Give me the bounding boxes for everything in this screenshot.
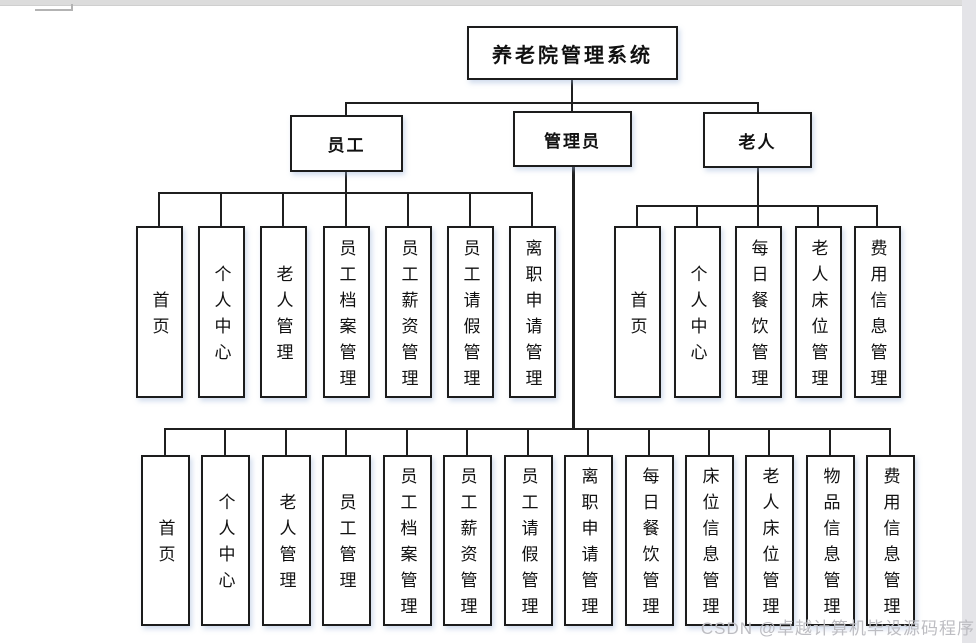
employee-child-node: 员工请假管理 [446, 226, 494, 398]
connector-line [466, 429, 468, 457]
child-node-label: 老人床位管理 [808, 238, 828, 395]
connector-line [817, 206, 819, 228]
connector-line [345, 102, 759, 104]
admin-child-node: 个人中心 [200, 455, 250, 626]
connector-line [648, 429, 650, 457]
branch-node-employee: 员工 [290, 115, 403, 172]
admin-child-node: 离职申请管理 [563, 455, 613, 626]
branch-node-label: 员工 [327, 136, 366, 155]
child-node-label: 费用信息管理 [880, 467, 900, 623]
connector-line [407, 193, 409, 228]
child-node-label: 员工薪资管理 [457, 467, 477, 623]
connector-line [829, 429, 831, 457]
child-node-label: 个人中心 [215, 493, 235, 597]
elder-child-node: 个人中心 [673, 226, 721, 398]
connector-line [527, 429, 529, 457]
connector-line [708, 429, 710, 457]
admin-child-node: 床位信息管理 [684, 455, 734, 626]
connector-line [636, 206, 638, 228]
admin-child-node: 老人床位管理 [744, 455, 794, 626]
child-node-label: 费用信息管理 [867, 238, 887, 395]
child-node-label: 个人中心 [211, 264, 231, 369]
child-node-label: 员工管理 [336, 493, 356, 597]
connector-line [469, 193, 471, 228]
child-node-label: 员工请假管理 [518, 467, 538, 623]
connector-line [345, 170, 347, 194]
child-node-label: 个人中心 [687, 264, 707, 369]
connector-line [285, 429, 287, 457]
connector-line [889, 429, 891, 457]
child-node-label: 员工薪资管理 [398, 238, 418, 395]
editor-top-strip [0, 0, 976, 6]
connector-line [345, 193, 347, 228]
connector-line [757, 103, 759, 114]
editor-right-strip [962, 0, 976, 643]
connector-line [768, 429, 770, 457]
employee-child-node: 员工薪资管理 [384, 226, 432, 398]
connector-line [571, 165, 575, 430]
connector-line [406, 429, 408, 457]
connector-line [158, 193, 160, 228]
branch-node-label: 管理员 [544, 131, 601, 151]
admin-child-node: 物品信息管理 [805, 455, 855, 626]
branch-node-elder: 老人 [703, 112, 812, 168]
branch-node-admin: 管理员 [513, 111, 632, 167]
connector-line [345, 429, 347, 457]
elder-child-node: 费用信息管理 [853, 226, 901, 398]
connector-line [224, 429, 226, 457]
connector-line [345, 103, 347, 117]
connector-line [696, 206, 698, 228]
admin-child-node: 每日餐饮管理 [624, 455, 674, 626]
employee-child-node: 员工档案管理 [322, 226, 370, 398]
child-node-label: 首页 [627, 290, 647, 343]
root-node-label: 养老院管理系统 [492, 44, 653, 67]
connector-line [531, 193, 533, 228]
child-node-label: 离职申请管理 [522, 238, 542, 395]
elder-child-node: 首页 [613, 226, 661, 398]
child-node-label: 老人床位管理 [759, 467, 779, 623]
child-node-label: 员工档案管理 [397, 467, 417, 623]
child-node-label: 离职申请管理 [578, 467, 598, 623]
child-node-label: 员工请假管理 [460, 238, 480, 395]
employee-child-node: 个人中心 [197, 226, 245, 398]
child-node-label: 物品信息管理 [820, 467, 840, 623]
connector-line [571, 103, 573, 113]
connector-line [757, 206, 759, 228]
crop-handle-line [35, 9, 73, 11]
child-node-label: 员工档案管理 [336, 238, 356, 395]
child-node-label: 老人管理 [273, 264, 293, 369]
root-node: 养老院管理系统 [467, 26, 678, 80]
employee-child-node: 老人管理 [259, 226, 307, 398]
child-node-label: 每日餐饮管理 [639, 467, 659, 623]
child-node-label: 首页 [149, 290, 169, 343]
child-node-label: 床位信息管理 [699, 467, 719, 623]
admin-child-node: 员工管理 [321, 455, 371, 626]
employee-child-node: 首页 [135, 226, 183, 398]
admin-child-node: 费用信息管理 [865, 455, 915, 626]
connector-line [164, 429, 166, 457]
admin-child-node: 员工请假管理 [503, 455, 553, 626]
branch-node-label: 老人 [738, 132, 777, 152]
admin-child-node: 首页 [140, 455, 190, 626]
elder-child-node: 每日餐饮管理 [734, 226, 782, 398]
child-node-label: 首页 [155, 519, 175, 571]
connector-line [220, 193, 222, 228]
connector-line [757, 166, 759, 207]
elder-child-node: 老人床位管理 [794, 226, 842, 398]
child-node-label: 每日餐饮管理 [748, 238, 768, 395]
connector-line [282, 193, 284, 228]
admin-child-node: 老人管理 [261, 455, 311, 626]
admin-child-node: 员工档案管理 [382, 455, 432, 626]
connector-line [587, 429, 589, 457]
connector-line [571, 78, 573, 104]
crop-handle-line [71, 4, 73, 11]
connector-line [876, 206, 878, 228]
child-node-label: 老人管理 [276, 493, 296, 597]
employee-child-node: 离职申请管理 [508, 226, 556, 398]
csdn-watermark: CSDN @卓越计算机毕设源码程序 [700, 619, 975, 638]
admin-child-node: 员工薪资管理 [442, 455, 492, 626]
